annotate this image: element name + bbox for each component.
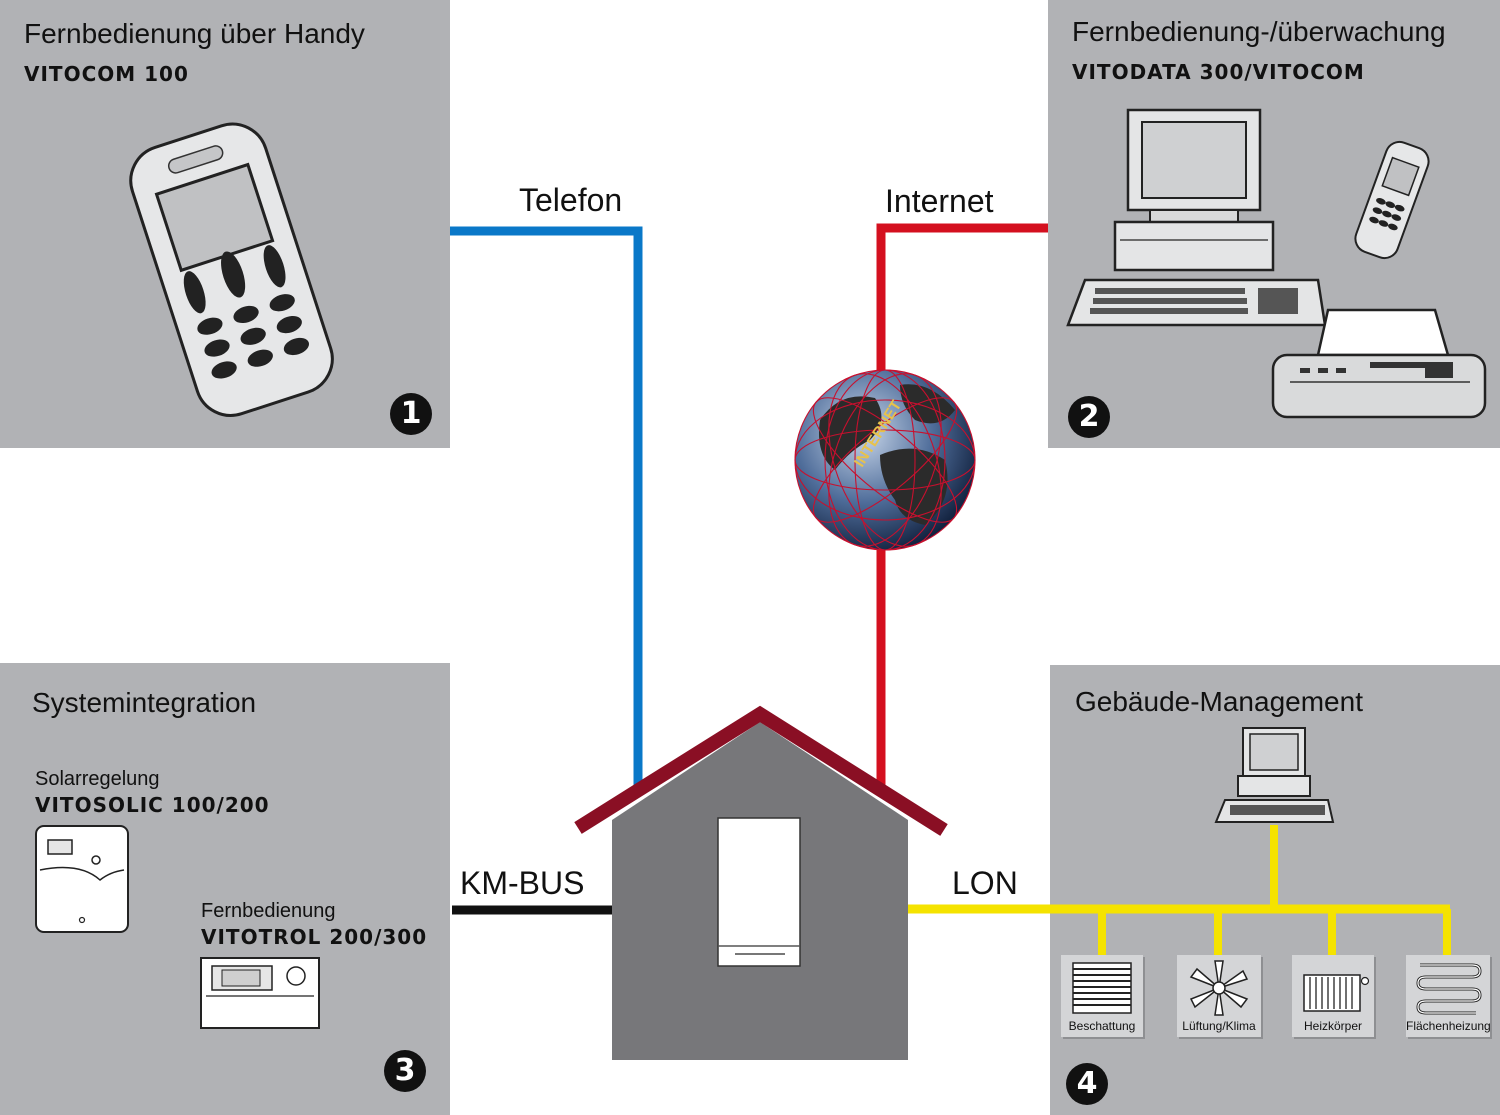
mobile-phone-icon bbox=[129, 122, 334, 417]
device-label: Flächenheizung bbox=[1406, 1019, 1491, 1033]
internet-label: Internet bbox=[885, 183, 994, 219]
radiator-icon bbox=[1303, 974, 1370, 1012]
panel4-number-badge: 4 bbox=[1066, 1063, 1108, 1105]
device-label: Lüftung/Klima bbox=[1182, 1019, 1256, 1033]
fan-icon bbox=[1189, 960, 1249, 1016]
panel2-subtitle: VITODATA 300/VITOCOM bbox=[1072, 60, 1365, 84]
remote-control-label: Fernbedienung bbox=[201, 900, 336, 922]
device-ventilation: Lüftung/Klima bbox=[1177, 955, 1261, 1037]
panel1-title: Fernbedienung über Handy bbox=[24, 18, 365, 49]
device-radiator: Heizkörper bbox=[1292, 955, 1374, 1037]
house-icon bbox=[574, 705, 948, 1060]
computer-workstation-icon bbox=[1066, 108, 1327, 327]
telefon-line bbox=[450, 226, 643, 785]
panel3-title: Systemintegration bbox=[32, 687, 257, 718]
remote-control-icon bbox=[200, 957, 320, 1029]
device-floor-heating: Flächenheizung bbox=[1406, 955, 1491, 1037]
panel2-number-badge: 2 bbox=[1068, 396, 1110, 438]
panel3-number-badge: 3 bbox=[384, 1050, 426, 1092]
telefon-label: Telefon bbox=[519, 182, 623, 218]
device-shading: Beschattung bbox=[1061, 955, 1143, 1037]
device-label: Heizkörper bbox=[1303, 1019, 1363, 1033]
solar-control-label: Solarregelung bbox=[35, 768, 160, 790]
solar-controller-icon bbox=[35, 825, 129, 933]
device-label: Beschattung bbox=[1068, 1019, 1136, 1033]
management-pc-icon bbox=[1214, 727, 1335, 823]
shading-icon bbox=[1072, 962, 1132, 1014]
globe-icon: INTERNET bbox=[794, 369, 976, 551]
panel1-number-badge: 1 bbox=[390, 393, 432, 435]
small-phone-icon bbox=[1354, 140, 1430, 260]
panel4-title: Gebäude-Management bbox=[1075, 686, 1363, 717]
panel2-title: Fernbedienung-/überwachung bbox=[1072, 16, 1446, 47]
panel1-subtitle: VITOCOM 100 bbox=[24, 62, 189, 86]
internet-line bbox=[876, 223, 1048, 790]
printer-icon bbox=[1271, 308, 1487, 419]
solar-control-product: VITOSOLIC 100/200 bbox=[35, 793, 270, 817]
floor-heating-icon bbox=[1416, 963, 1482, 1015]
remote-control-product: VITOTROL 200/300 bbox=[201, 925, 428, 949]
lon-label: LON bbox=[952, 865, 1018, 901]
kmbus-label: KM-BUS bbox=[460, 865, 585, 901]
